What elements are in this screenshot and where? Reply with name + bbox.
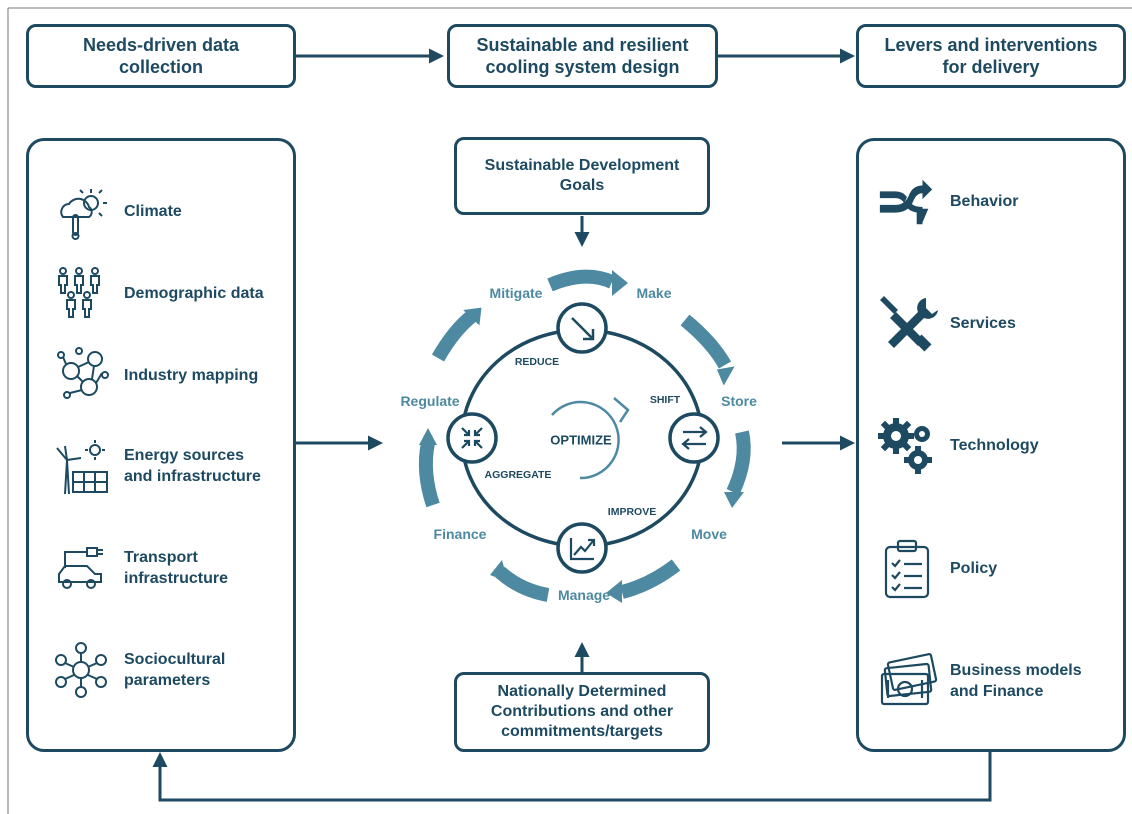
header-2-line-1: Sustainable and resilient xyxy=(476,35,689,55)
label-behavior: Behavior xyxy=(950,192,1019,210)
label-demographic: Demographic data xyxy=(124,284,264,302)
header-3-line-2: for delivery xyxy=(942,57,1040,77)
inner-label-improve: IMPROVE xyxy=(607,506,657,518)
sdg-line-1: Sustainable Development xyxy=(484,157,680,174)
label-transport-line-1: Transport xyxy=(124,549,198,566)
right-item-technology: Technology xyxy=(876,414,1039,476)
ndc-line-3: commitments/targets xyxy=(501,723,663,740)
left-item-sociocultural: Sociocultural parameters xyxy=(50,639,225,701)
left-item-demographic: Demographic data xyxy=(50,262,264,324)
cycle-label-finance: Finance xyxy=(433,526,487,542)
right-item-policy: Policy xyxy=(876,537,997,599)
label-energy-line-2: and infrastructure xyxy=(124,468,261,485)
crossing-arrows-icon xyxy=(876,170,938,232)
header-3-line-1: Levers and interventions xyxy=(884,35,1098,55)
label-business-line-1: Business models xyxy=(950,662,1082,679)
label-climate: Climate xyxy=(124,202,182,220)
left-item-industry: Industry mapping xyxy=(50,344,258,406)
energy-icon xyxy=(50,435,112,497)
cycle-label-make: Make xyxy=(636,285,672,301)
header-1-line-1: Needs-driven data xyxy=(82,35,240,55)
label-sociocultural: Sociocultural parameters xyxy=(124,649,225,691)
ndc-line-2: Contributions and other xyxy=(490,703,674,720)
label-energy: Energy sources and infrastructure xyxy=(124,445,261,487)
label-business: Business models and Finance xyxy=(950,660,1082,702)
label-industry: Industry mapping xyxy=(124,366,259,384)
right-item-behavior: Behavior xyxy=(876,170,1018,232)
social-network-icon xyxy=(50,639,112,701)
ev-car-icon xyxy=(50,537,112,599)
inner-label-aggregate: AGGREGATE xyxy=(484,469,552,481)
sdg-line-2: Goals xyxy=(559,177,605,194)
label-policy: Policy xyxy=(950,559,998,577)
left-item-energy: Energy sources and infrastructure xyxy=(50,435,261,497)
gears-icon xyxy=(876,414,938,476)
label-transport-line-2: infrastructure xyxy=(124,570,229,587)
climate-icon xyxy=(50,180,112,242)
left-item-transport: Transport infrastructure xyxy=(50,537,228,599)
people-icon xyxy=(50,262,112,324)
label-services: Services xyxy=(950,314,1016,332)
cycle-label-manage: Manage xyxy=(557,587,611,603)
left-panel-data xyxy=(26,138,296,752)
label-business-line-2: and Finance xyxy=(950,683,1044,700)
shift-node xyxy=(668,412,720,464)
tools-icon xyxy=(876,292,938,354)
money-icon xyxy=(876,650,938,712)
left-item-climate: Climate xyxy=(50,180,182,242)
label-transport: Transport infrastructure xyxy=(124,547,228,589)
cycle-label-regulate: Regulate xyxy=(400,393,460,409)
clipboard-icon xyxy=(876,537,938,599)
label-technology: Technology xyxy=(950,436,1039,454)
label-sociocultural-line-2: parameters xyxy=(124,672,211,689)
feedback-loop-arrow xyxy=(152,752,992,802)
cycle-label-move: Move xyxy=(691,526,727,542)
cycle-label-mitigate: Mitigate xyxy=(489,285,543,301)
aggregate-node xyxy=(446,412,498,464)
header-2-line-2: cooling system design xyxy=(485,57,680,77)
ndc-line-1: Nationally Determined xyxy=(497,683,667,700)
inner-label-reduce: REDUCE xyxy=(514,356,560,368)
network-icon xyxy=(50,344,112,406)
right-item-services: Services xyxy=(876,292,1016,354)
cycle-label-store: Store xyxy=(721,393,757,409)
header-1-line-2: collection xyxy=(118,57,203,77)
right-item-business: Business models and Finance xyxy=(876,650,1082,712)
inner-label-shift: SHIFT xyxy=(649,394,681,406)
label-sociocultural-line-1: Sociocultural xyxy=(124,651,226,668)
label-energy-line-1: Energy sources xyxy=(124,447,245,464)
optimize-label: OPTIMIZE xyxy=(550,432,612,448)
